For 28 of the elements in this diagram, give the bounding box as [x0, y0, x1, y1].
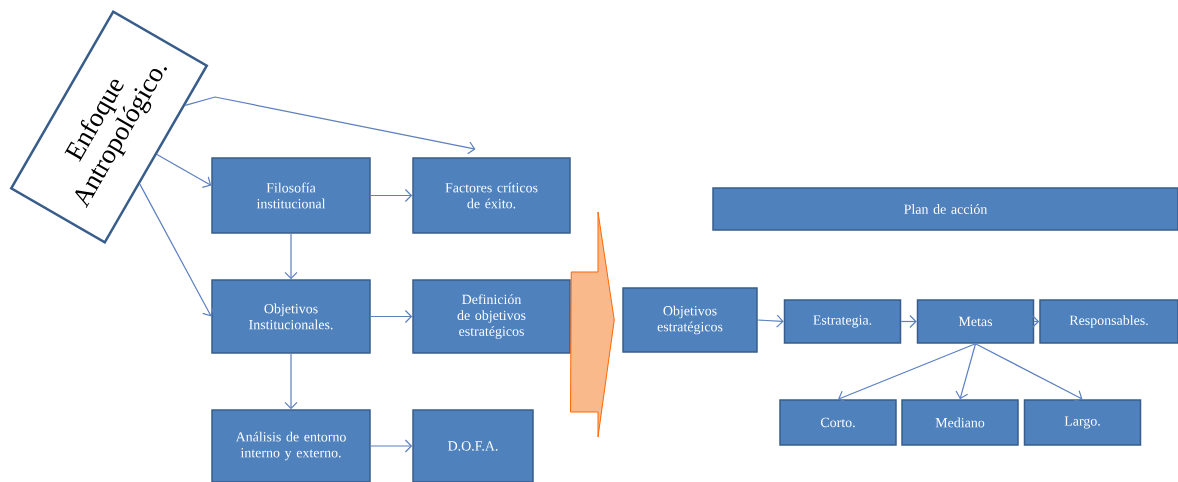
arrow [284, 233, 298, 280]
process-box: Objetivos Institucionales. [211, 279, 371, 354]
process-box: Corto. [779, 399, 897, 446]
arrow [184, 96, 476, 155]
arrow [139, 183, 214, 317]
arrow [370, 439, 413, 453]
arrow [370, 309, 413, 324]
arrow [156, 153, 212, 188]
process-box: Metas [916, 299, 1035, 344]
arrow [974, 343, 1083, 402]
block-arrow [570, 211, 615, 438]
process-box: Largo. [1023, 399, 1142, 446]
process-box: Responsables. [1039, 299, 1178, 344]
arrow [757, 314, 784, 328]
process-box: D.O.F.A. [412, 409, 534, 482]
process-box: Factores críticos de éxito. [412, 157, 571, 234]
arrow [838, 343, 977, 403]
arrow [955, 343, 977, 400]
process-box: Plan de acción [712, 187, 1178, 231]
process-box: Filosofía institucional [211, 157, 371, 234]
process-box: Objetivos estratégicos [622, 287, 758, 353]
process-box: Análisis de entorno interno y externo. [211, 409, 371, 482]
process-box: Mediano [901, 399, 1019, 446]
arrow [370, 188, 413, 203]
process-box: Estrategia. [783, 299, 902, 344]
arrow [900, 314, 917, 329]
arrow [284, 353, 298, 410]
process-box: Definición de objetivos estratégicos [412, 279, 571, 354]
